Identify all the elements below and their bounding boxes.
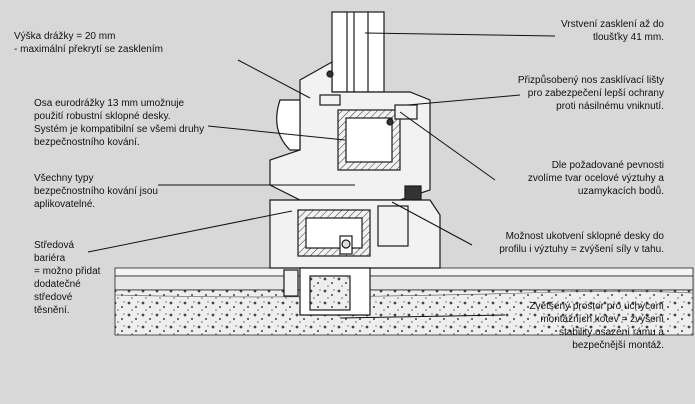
annotation-line: Vrstvení zasklení až do: [560, 19, 664, 30]
annotation-all-fittings: Všechny typy bezpečnostního kování jsou …: [34, 172, 158, 211]
annotation-line: stability osazení rámu a: [558, 327, 664, 338]
annotation-central-barrier: Středová bariéra = možno přidat dodatečn…: [34, 239, 100, 317]
annotation-line: profilu i výztuhy = zvýšení síly v tahu.: [499, 244, 664, 255]
annotation-line: Přizpůsobený nos zasklívací lišty: [517, 75, 664, 86]
annotation-line: Všechny typy: [34, 173, 94, 184]
annotation-line: středové: [34, 292, 73, 303]
annotation-line: dodatečné: [34, 279, 81, 290]
annotation-line: tloušťky 41 mm.: [593, 32, 664, 43]
annotation-line: uzamykacích bodů.: [577, 186, 664, 197]
annotation-line: proti násilnému vniknutí.: [556, 101, 664, 112]
annotation-mounting-space: Zvětšený prostor pro uchycení montážních…: [529, 300, 664, 352]
annotation-line: těsnění.: [34, 305, 70, 316]
annotation-line: Zvětšený prostor pro uchycení: [529, 301, 664, 312]
annotation-euro-groove: Osa eurodrážky 13 mm umožnuje použití ro…: [34, 97, 204, 149]
frame-profile: [269, 11, 441, 316]
annotation-glazing-layers: Vrstvení zasklení až do tloušťky 41 mm.: [561, 18, 664, 44]
annotation-anchoring: Možnost ukotvení sklopné desky do profil…: [499, 230, 664, 256]
annotation-line: Dle požadované pevnosti: [551, 160, 664, 171]
annotation-glazing-bead: Přizpůsobený nos zasklívací lišty pro za…: [518, 74, 664, 113]
annotation-line: aplikovatelné.: [34, 199, 96, 210]
annotation-line: bariéra: [34, 253, 66, 264]
wall-sill: [114, 267, 694, 336]
annotation-line: bezpečnostního kování jsou: [34, 186, 158, 197]
annotation-line: montážních kotev = zvýšení: [540, 314, 664, 325]
annotation-line: bezpečnostního kování.: [34, 137, 140, 148]
annotation-line: Systém je kompatibilní se všemi druhy: [34, 124, 205, 135]
annotation-line: Možnost ukotvení sklopné desky do: [505, 231, 664, 242]
annotation-line: zvolíme tvar ocelové výztuhy a: [527, 173, 664, 184]
annotation-line: Výška drážky = 20 mm: [14, 31, 116, 42]
annotation-reinforcement: Dle požadované pevnosti zvolíme tvar oce…: [528, 159, 664, 198]
annotation-line: použití robustní sklopné desky.: [34, 111, 171, 122]
leader-lines: [87, 32, 556, 319]
annotation-line: - maximální překrytí se zasklením: [14, 44, 163, 55]
annotation-line: = možno přidat: [34, 266, 101, 277]
annotation-line: Osa eurodrážky 13 mm umožnuje: [34, 98, 185, 109]
annotation-line: pro zabezpečení lepší ochrany: [527, 88, 664, 99]
annotation-line: Středová: [34, 240, 75, 251]
annotation-line: bezpečnější montáž.: [572, 340, 664, 351]
annotation-groove-height: Výška drážky = 20 mm - maximální překryt…: [14, 30, 163, 56]
